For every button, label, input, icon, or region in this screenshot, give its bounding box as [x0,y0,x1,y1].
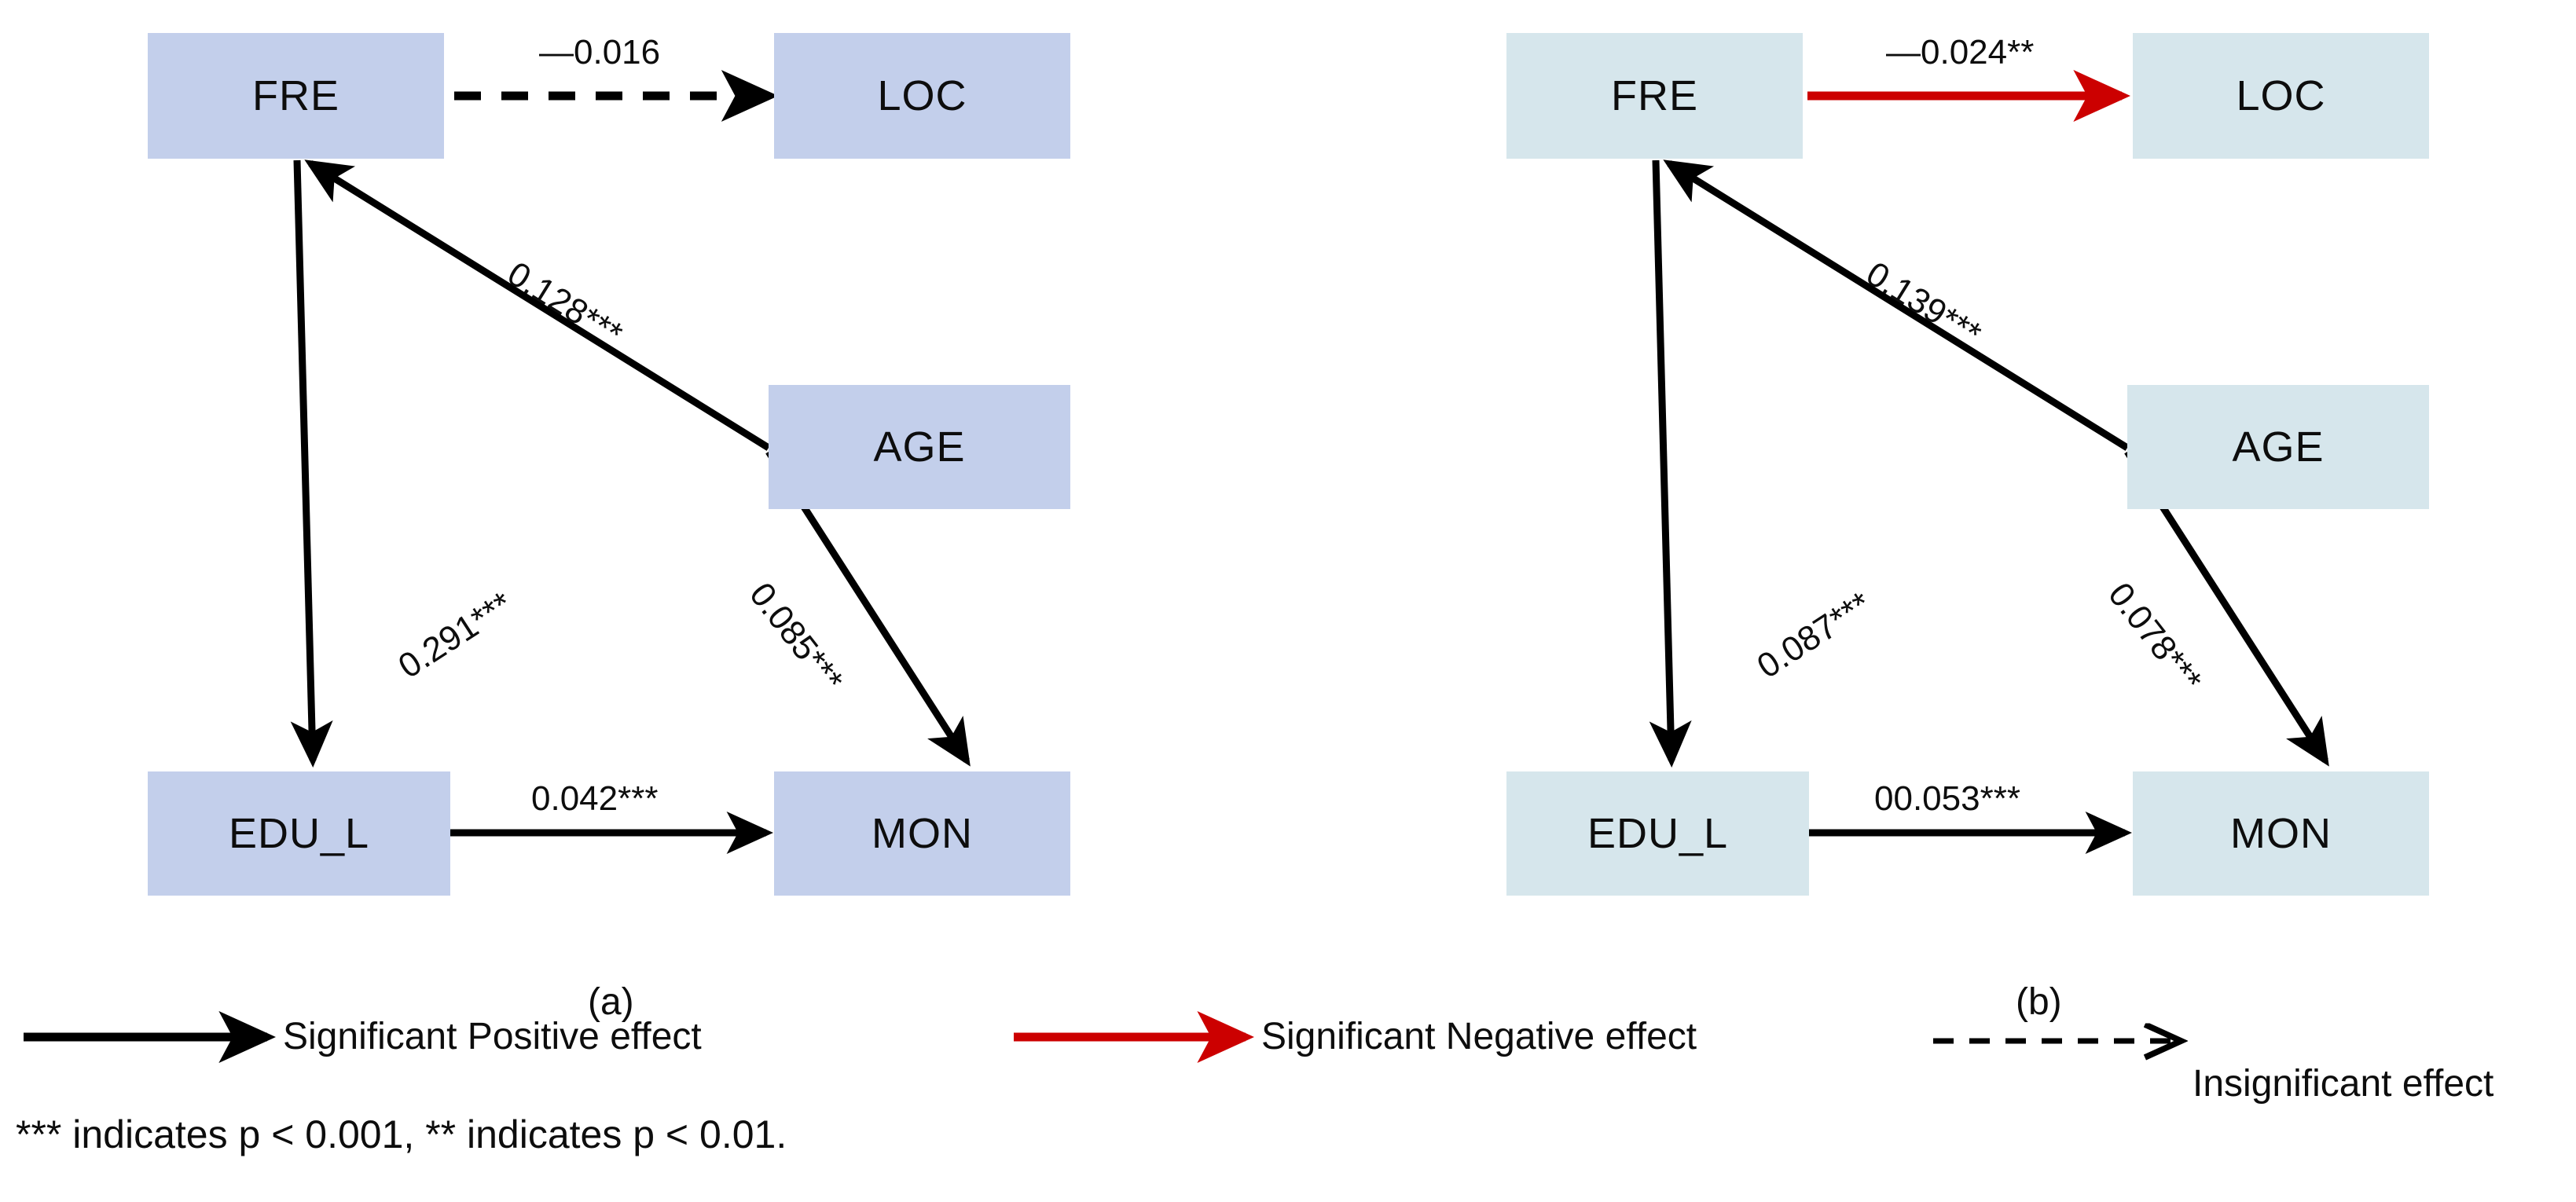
edge-b-fre-edul [1649,159,1692,768]
edge-b-age-fre [1663,159,2130,451]
node-label: MON [872,810,973,857]
node-b-edul[interactable]: EDU_L [1506,771,1809,896]
panel-caption-b: (b) [2016,981,2062,1023]
edge-a-age-fre [304,159,771,451]
node-label: LOC [877,72,967,119]
edge-label-a-edul-mon: 0.042*** [531,779,659,818]
node-a-age[interactable]: AGE [769,385,1070,509]
node-label: FRE [252,72,339,119]
node-a-fre[interactable]: FRE [148,33,444,159]
node-b-fre[interactable]: FRE [1506,33,1803,159]
edge-a-fre-edul [290,159,333,768]
node-label: FRE [1611,72,1698,119]
edge-label-b-fre-loc: —0.024** [1886,33,2035,71]
node-label: EDU_L [1587,810,1729,857]
node-label: MON [2230,810,2332,857]
node-b-age[interactable]: AGE [2127,385,2429,509]
significance-note: *** indicates p < 0.001, ** indicates p … [16,1112,787,1156]
edge-label-b-edul-mon: 00.053*** [1874,779,2020,818]
node-label: AGE [873,423,966,471]
panel-caption-a: (a) [588,981,634,1023]
node-a-edul[interactable]: EDU_L [148,771,450,896]
node-a-mon[interactable]: MON [774,771,1070,896]
node-b-loc[interactable]: LOC [2133,33,2429,159]
legend-label-negative: Significant Negative effect [1261,1016,1697,1057]
legend-label-positive: Significant Positive effect [283,1016,702,1057]
legend-label-insignificant: Insignificant effect [2193,1063,2494,1105]
node-label: AGE [2232,423,2325,471]
node-label: LOC [2236,72,2326,119]
edge-label-a-fre-loc: —0.016 [539,33,661,71]
node-a-loc[interactable]: LOC [774,33,1070,159]
node-label: EDU_L [228,810,370,857]
node-b-mon[interactable]: MON [2133,771,2429,896]
